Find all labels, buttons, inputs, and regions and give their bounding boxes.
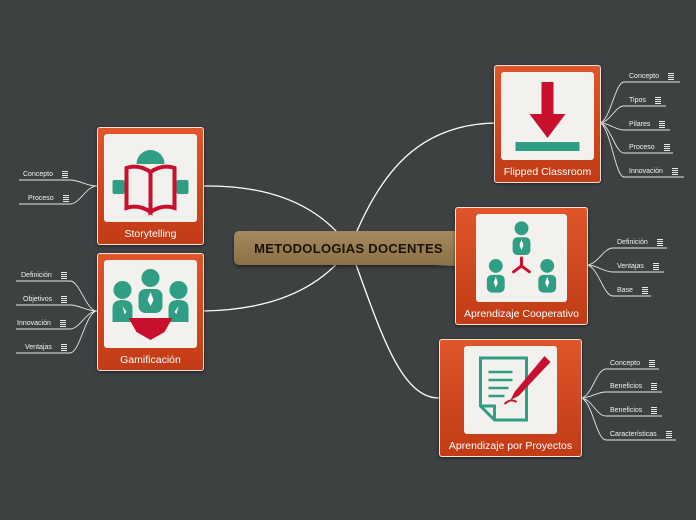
open-book-icon: [112, 150, 189, 216]
subtopic-label: Tipos: [629, 96, 646, 104]
subtopic-beneficios[interactable]: Beneficios: [610, 380, 658, 392]
subtopic-concepto[interactable]: Concepto: [23, 168, 68, 180]
subtopic-label: Base: [617, 286, 633, 294]
subtopic-label: Definición: [21, 271, 52, 279]
subtopic-label: Definición: [617, 238, 648, 246]
notes-icon[interactable]: [61, 170, 68, 178]
subtopic-label: Concepto: [610, 359, 640, 367]
subtopic-innovacion[interactable]: Innovación: [629, 165, 678, 177]
subtopic-caracteristicas[interactable]: Características: [610, 428, 672, 440]
subtopic-label: Innovación: [17, 319, 51, 327]
notes-icon[interactable]: [62, 194, 69, 202]
topic-image: [104, 134, 197, 222]
topic-aprendizaje-cooperativo[interactable]: Aprendizaje Cooperativo: [455, 207, 588, 325]
topic-label: Gamificación: [120, 354, 181, 366]
subtopic-tipos[interactable]: Tipos: [629, 94, 661, 106]
subtopic-proceso[interactable]: Proceso: [629, 141, 670, 153]
central-topic[interactable]: METODOLOGIAS DOCENTES: [234, 231, 463, 265]
topic-gamificacion[interactable]: Gamificación: [97, 253, 204, 371]
topic-label: Aprendizaje por Proyectos: [448, 440, 573, 452]
topic-image: [464, 346, 557, 434]
subtopic-label: Proceso: [629, 143, 655, 151]
subtopic-beneficios[interactable]: Beneficios: [610, 404, 658, 416]
subtopic-ventajas[interactable]: Ventajas: [25, 341, 67, 353]
notes-icon[interactable]: [651, 382, 658, 390]
subtopic-objetivos[interactable]: Objetivos: [23, 293, 68, 305]
subtopic-label: Proceso: [28, 194, 54, 202]
notes-icon[interactable]: [651, 406, 658, 414]
subtopic-label: Ventajas: [617, 262, 644, 270]
subtopic-label: Pilares: [629, 120, 651, 128]
subtopic-concepto[interactable]: Concepto: [629, 70, 674, 82]
notes-icon[interactable]: [654, 96, 661, 104]
subtopic-label: Concepto: [629, 72, 659, 80]
notes-icon[interactable]: [641, 286, 648, 294]
notes-icon[interactable]: [61, 295, 68, 303]
notes-icon[interactable]: [667, 72, 674, 80]
topic-image: [501, 72, 594, 160]
subtopic-pilares[interactable]: Pilares: [629, 118, 666, 130]
subtopic-definicion[interactable]: Definición: [617, 236, 663, 248]
subtopic-innovacion[interactable]: Innovación: [17, 317, 66, 329]
subtopic-ventajas[interactable]: Ventajas: [617, 260, 659, 272]
topic-label: Aprendizaje Cooperativo: [464, 308, 579, 320]
notes-icon[interactable]: [59, 319, 66, 327]
download-arrow-icon: [515, 82, 580, 151]
notes-icon[interactable]: [665, 430, 672, 438]
notes-icon[interactable]: [671, 167, 678, 175]
topic-label: Storytelling: [124, 228, 177, 240]
notes-icon[interactable]: [60, 271, 67, 279]
topic-label: Flipped Classroom: [503, 166, 592, 178]
notes-icon[interactable]: [648, 359, 655, 367]
notes-icon[interactable]: [659, 120, 666, 128]
cooperative-team-icon: [486, 221, 557, 293]
subtopic-label: Beneficios: [610, 406, 643, 414]
topic-aprendizaje-por-proyectos[interactable]: Aprendizaje por Proyectos: [439, 339, 582, 457]
team-podium-icon: [112, 269, 189, 340]
document-pen-icon: [479, 356, 551, 422]
notes-icon[interactable]: [656, 238, 663, 246]
notes-icon[interactable]: [60, 343, 67, 351]
topic-image: [104, 260, 197, 348]
subtopic-label: Características: [610, 430, 657, 438]
topic-flipped-classroom[interactable]: Flipped Classroom: [494, 65, 601, 183]
subtopic-concepto[interactable]: Concepto: [610, 357, 655, 369]
subtopic-base[interactable]: Base: [617, 284, 648, 296]
topic-image: [476, 214, 567, 302]
subtopic-proceso[interactable]: Proceso: [28, 192, 69, 204]
subtopic-label: Beneficios: [610, 382, 643, 390]
subtopic-label: Ventajas: [25, 343, 52, 351]
central-topic-title: METODOLOGIAS DOCENTES: [254, 240, 443, 256]
topic-storytelling[interactable]: Storytelling: [97, 127, 204, 245]
subtopic-label: Concepto: [23, 170, 53, 178]
notes-icon[interactable]: [652, 262, 659, 270]
subtopic-label: Objetivos: [23, 295, 53, 303]
notes-icon[interactable]: [663, 143, 670, 151]
subtopic-definicion[interactable]: Definición: [21, 269, 67, 281]
subtopic-label: Innovación: [629, 167, 663, 175]
